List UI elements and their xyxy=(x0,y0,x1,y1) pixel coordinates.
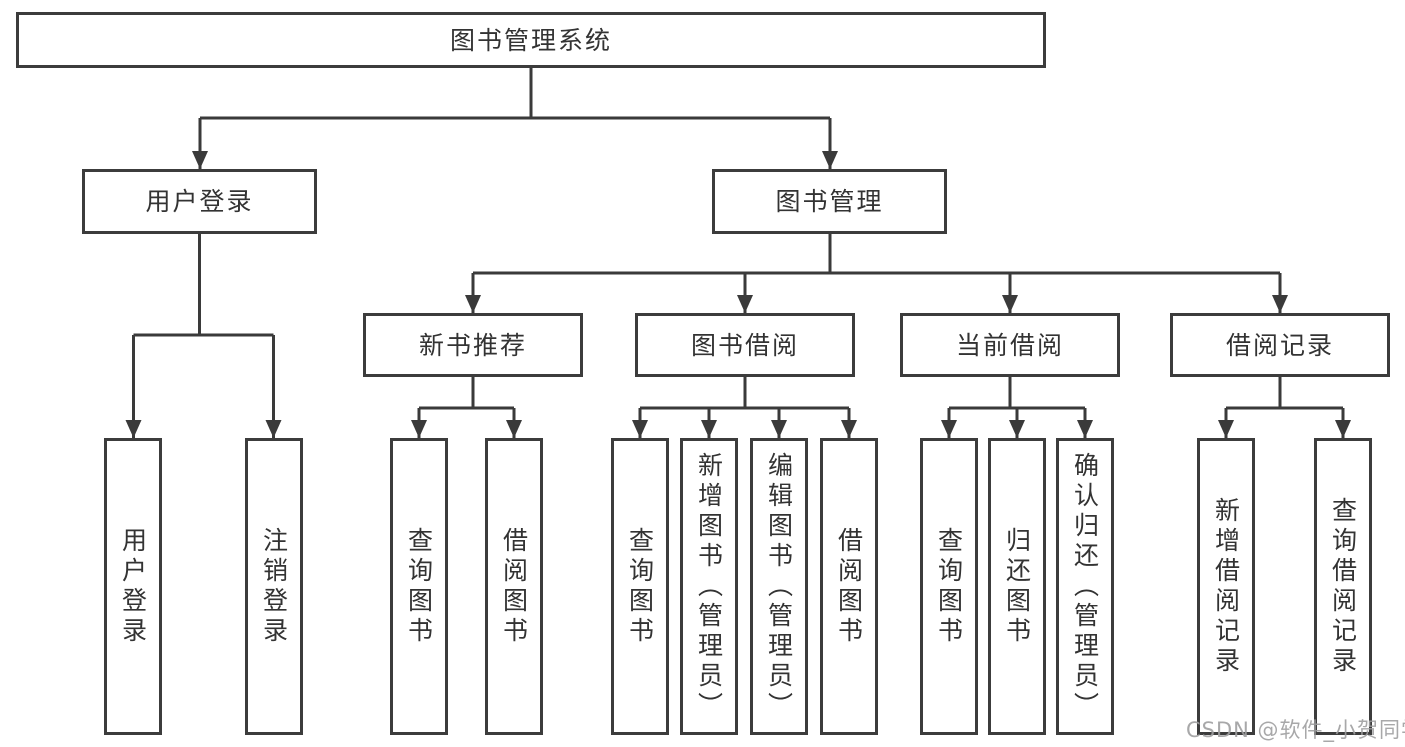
leaf-borrow-books: 借阅图书 xyxy=(820,438,878,735)
leaf-query-books-current: 查询图书 xyxy=(920,438,978,735)
leaf-query-books-borrow: 查询图书 xyxy=(611,438,669,735)
branch-book-borrow xyxy=(632,377,857,438)
node-new-book-recommend: 新书推荐 xyxy=(363,313,583,377)
branch-root xyxy=(192,68,838,169)
watermark: CSDN @软件_小贺同学 xyxy=(1186,718,1405,742)
leaf-query-books-recommend: 查询图书 xyxy=(390,438,448,735)
branch-borrow-records xyxy=(1218,377,1351,438)
leaf-confirm-return-admin: 确认归还（管理员） xyxy=(1056,438,1114,735)
node-book-management: 图书管理 xyxy=(712,169,947,234)
leaf-return-books: 归还图书 xyxy=(988,438,1046,735)
node-book-borrow: 图书借阅 xyxy=(635,313,855,377)
leaf-user-login: 用户登录 xyxy=(104,438,162,735)
leaf-add-borrow-record: 新增借阅记录 xyxy=(1197,438,1255,735)
node-user-login: 用户登录 xyxy=(82,169,317,234)
node-borrow-records: 借阅记录 xyxy=(1170,313,1390,377)
leaf-add-books-admin: 新增图书（管理员） xyxy=(680,438,738,735)
branch-new-book-recommend xyxy=(411,377,522,438)
branch-current-borrow xyxy=(941,377,1093,438)
leaf-query-borrow-record: 查询借阅记录 xyxy=(1314,438,1372,735)
branch-book-management xyxy=(465,234,1288,313)
node-current-borrow: 当前借阅 xyxy=(900,313,1120,377)
leaf-logout: 注销登录 xyxy=(245,438,303,735)
leaf-borrow-books-recommend: 借阅图书 xyxy=(485,438,543,735)
branch-user-login xyxy=(125,234,282,438)
leaf-edit-books-admin: 编辑图书（管理员） xyxy=(750,438,808,735)
node-library-management-system: 图书管理系统 xyxy=(16,12,1046,68)
